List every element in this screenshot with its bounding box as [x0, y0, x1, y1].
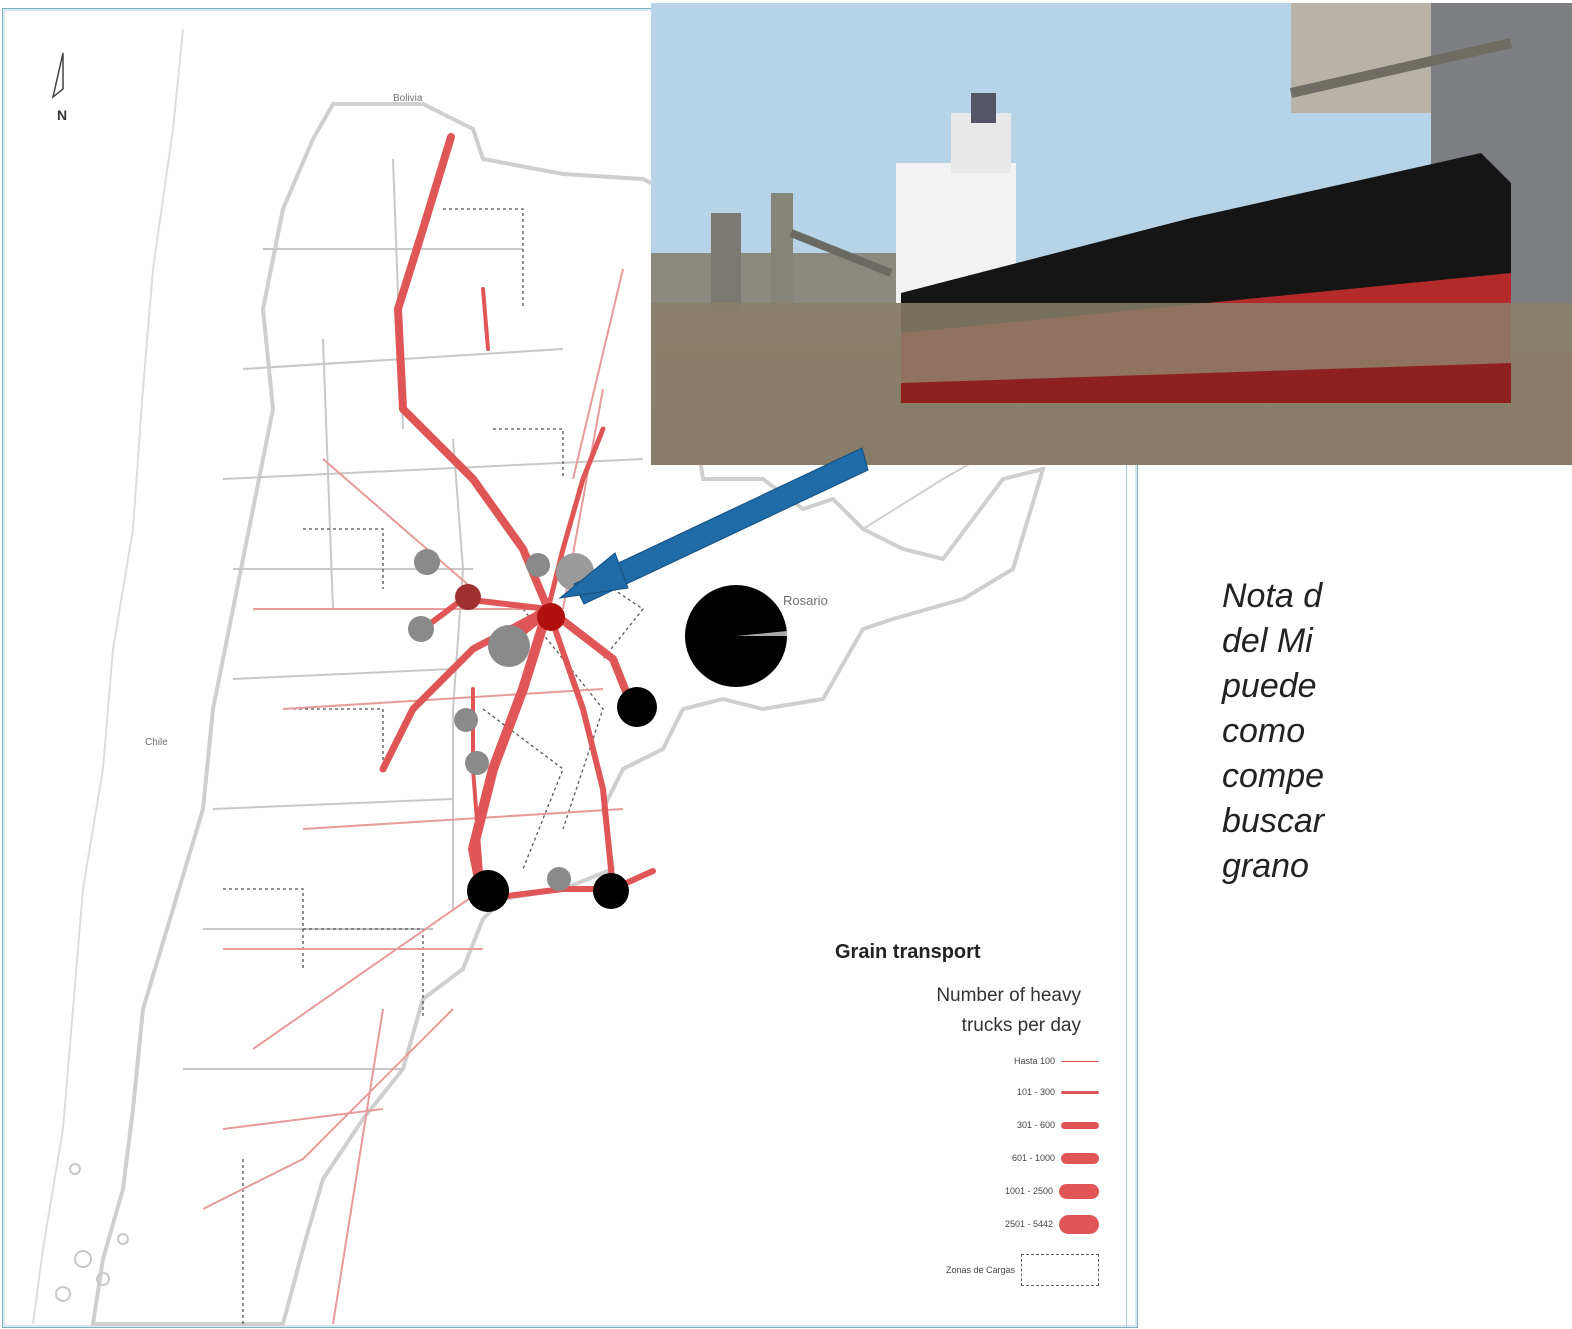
caption-line: grano: [1222, 847, 1309, 885]
node-coast-2: [547, 867, 571, 891]
legend-row-zones: Zonas de Cargas: [945, 1254, 1099, 1286]
islands: [55, 1163, 129, 1302]
caption-line: del Mi: [1222, 622, 1313, 660]
grain-nodes: [408, 549, 787, 912]
legend-row-label: 2501 - 5442: [1004, 1219, 1053, 1229]
node-south-1: [617, 687, 657, 727]
label-chile: Chile: [145, 737, 168, 748]
legend-swatch: [1061, 1152, 1099, 1164]
legend-row: 1001 - 2500: [1005, 1179, 1099, 1203]
legend-zones-swatch: [1021, 1254, 1099, 1286]
legend-row: 101 - 300: [1017, 1080, 1099, 1104]
node-coast-1: [467, 870, 509, 912]
cargo-zones: [223, 208, 644, 1324]
node-center-4: [537, 603, 565, 631]
legend-swatch: [1061, 1121, 1099, 1129]
legend-swatch: [1061, 1060, 1099, 1062]
map-canvas: [32, 28, 1124, 1326]
label-bolivia: Bolivia: [393, 93, 423, 104]
label-rosario: Rosario: [783, 593, 828, 608]
legend-row: 601 - 1000: [1012, 1146, 1099, 1170]
legend-row-label: Hasta 100: [1013, 1056, 1055, 1066]
node-south-3: [465, 751, 489, 775]
legend-zones-label: Zonas de Cargas: [945, 1265, 1015, 1275]
legend-swatch: [1059, 1214, 1099, 1234]
legend-swatch: [1059, 1183, 1099, 1199]
legend-row: Hasta 100: [1014, 1049, 1099, 1073]
node-center-2: [408, 616, 434, 642]
legend-row-label: 1001 - 2500: [1004, 1186, 1053, 1196]
legend-subtitle-2: trucks per day: [961, 1015, 1081, 1036]
legend-title: Grain transport: [835, 941, 981, 963]
node-south-2: [454, 708, 478, 732]
ship-photo-drawing: [651, 3, 1572, 465]
node-center-3: [488, 625, 530, 667]
caption-line: compe: [1222, 757, 1325, 795]
caption-line: buscar: [1222, 802, 1325, 840]
legend-swatch: [1061, 1090, 1099, 1094]
legend-row-label: 101 - 300: [1016, 1087, 1055, 1097]
legend-row-label: 301 - 600: [1016, 1120, 1055, 1130]
node-coast-3: [593, 873, 629, 909]
north-label: N: [57, 107, 68, 123]
node-center-1: [455, 584, 481, 610]
legend-row-label: 601 - 1000: [1011, 1153, 1055, 1163]
node-north-3: [526, 553, 550, 577]
caption-line: puede: [1222, 667, 1317, 705]
caption-line: como: [1222, 712, 1306, 750]
node-north-1: [414, 549, 440, 575]
node-rosario-slice: [736, 631, 787, 636]
caption-line: Nota d: [1222, 577, 1323, 615]
legend-subtitle-1: Number of heavy: [936, 985, 1081, 1006]
legend-row: 301 - 600: [1017, 1113, 1099, 1137]
legend-row: 2501 - 5442: [1005, 1212, 1099, 1236]
north-arrow-icon: [43, 49, 83, 129]
ship-photo: [651, 3, 1572, 465]
caption: Nota d del Mi puede como compe buscar gr…: [1222, 574, 1324, 889]
chile-border: [32, 28, 184, 1325]
